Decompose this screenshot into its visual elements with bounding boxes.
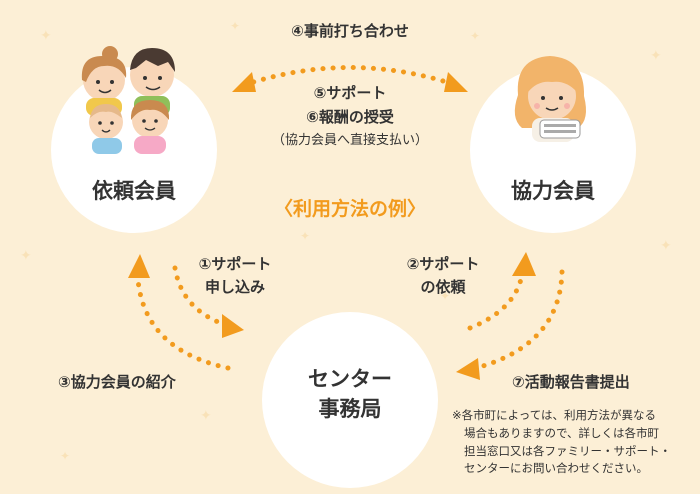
node-center-label-line2: 事務局	[318, 397, 382, 421]
arrowhead-right-inner	[512, 252, 536, 276]
step2-label-line1: ②サポート	[406, 255, 480, 273]
arrow-left-outer	[135, 277, 231, 371]
svg-text:✦: ✦	[650, 48, 662, 64]
node-center-label-line1: センター	[308, 367, 392, 391]
step1-label-line1: ①サポート	[198, 255, 272, 273]
step6-label: ⑥報酬の授受	[306, 108, 394, 126]
arrowhead-top-left	[232, 72, 256, 92]
step2-label-line2: の依頼	[420, 278, 466, 296]
svg-text:✦: ✦	[230, 19, 240, 33]
note-line: 場合もありますので、詳しくは各市町	[464, 425, 660, 440]
step3-label: ③協力会員の紹介	[58, 373, 176, 391]
arrow-right-outer	[473, 269, 565, 371]
node-requester-label: 依頼会員	[92, 179, 176, 203]
svg-text:✦: ✦	[440, 289, 450, 303]
svg-text:✦: ✦	[20, 248, 32, 264]
step7-label: ⑦活動報告書提出	[512, 373, 630, 391]
usage-note: ※各市町によっては、利用方法が異なる 場合もありますので、詳しくは各市町 担当窓…	[452, 407, 696, 478]
arrowhead-left-outer	[128, 254, 150, 278]
arrowhead-left-inner	[222, 314, 244, 338]
arrow-right-inner	[467, 272, 525, 331]
note-line: ※各市町によっては、利用方法が異なる	[452, 408, 656, 422]
step4-label: ④事前打ち合わせ	[291, 22, 409, 40]
svg-text:✦: ✦	[60, 449, 70, 463]
background-star-pattern: ✦ ✦ ✦ ✦ ✦ ✦ ✦ ✦ ✦ ✦	[20, 19, 672, 463]
svg-text:✦: ✦	[660, 238, 672, 254]
arrowhead-top-right	[444, 72, 468, 92]
diagram-title: 〈利用方法の例〉	[273, 198, 426, 220]
step1-label-line2: 申し込み	[204, 278, 265, 296]
step5-label: ⑤サポート	[313, 84, 387, 102]
node-helper-label: 協力会員	[511, 179, 595, 203]
note-line: 担当窓口又は各ファミリー・サポート・	[464, 443, 671, 458]
note-line: センターにお問い合わせください。	[464, 461, 648, 476]
requester-circle	[51, 67, 217, 233]
family-illustration	[81, 46, 175, 154]
center-circle	[262, 312, 438, 488]
helper-illustration	[514, 56, 586, 142]
svg-text:✦: ✦	[470, 29, 480, 43]
arrow-left-inner	[172, 265, 229, 328]
arrow-top-arc	[241, 65, 459, 88]
svg-text:✦: ✦	[40, 28, 52, 44]
helper-circle	[470, 67, 636, 233]
svg-text:✦: ✦	[300, 229, 310, 243]
svg-text:✦: ✦	[200, 408, 212, 424]
step6-sub-label: （協力会員へ直接支払い）	[271, 133, 428, 148]
arrowhead-right-outer	[456, 358, 480, 380]
